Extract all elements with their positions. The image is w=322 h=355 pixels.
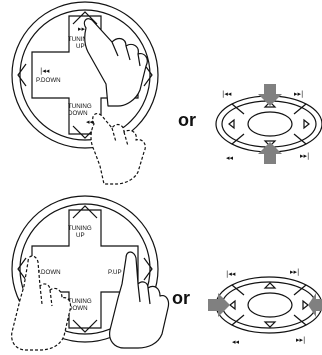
- top-or-label: or: [178, 110, 196, 130]
- top-remote-right-arrow-icon: [304, 120, 309, 128]
- bottom-remote-right-arrow-icon: [303, 301, 308, 309]
- bottom-remote-press-arrow-right-icon: [208, 293, 230, 317]
- top-tuning-down-label-2: DOWN: [68, 110, 88, 117]
- bottom-hand-right-icon: [110, 252, 169, 348]
- top-p-down-label: P.DOWN: [36, 77, 61, 84]
- bottom-remote-symbol-tr: ▸▸|: [290, 268, 299, 276]
- top-hand-upper-icon: [84, 19, 147, 106]
- bottom-remote-symbol-tl: |◂◂: [226, 270, 236, 278]
- top-hand-lower-icon: [91, 114, 145, 184]
- top-p-down-symbol: |◂◂: [40, 67, 50, 75]
- top-remote-press-arrow-up-icon: [258, 142, 282, 164]
- top-remote-symbol-br: ▸▸|: [300, 152, 309, 160]
- top-remote-symbol-bl: ◂◂: [226, 154, 234, 162]
- bottom-or-label: or: [172, 288, 190, 308]
- bottom-tuning-up-label-2: UP: [76, 232, 85, 239]
- bottom-tuning-up-label-1: TUNING: [68, 225, 92, 232]
- top-remote-symbol-tl: |◂◂: [222, 90, 232, 98]
- bottom-dial-down-notch: [73, 320, 97, 332]
- bottom-remote-symbol-bl: ◂◂: [232, 338, 240, 346]
- top-tuning-down-label-1: TUNING: [68, 103, 92, 110]
- top-tuning-up-label-2: UP: [76, 43, 85, 50]
- bottom-remote-left-arrow-icon: [230, 301, 235, 309]
- bottom-tuning-down-label-1: TUNING: [68, 298, 92, 305]
- bottom-remote-center-button: [248, 293, 292, 317]
- bottom-remote-up-arrow-icon: [265, 283, 275, 288]
- bottom-dial-left-notch: [18, 258, 26, 280]
- bottom-remote-down-arrow-icon: [265, 322, 275, 327]
- bottom-dial-up-notch: [73, 206, 97, 218]
- top-remote-center-button: [248, 112, 292, 136]
- bottom-remote-symbol-br: ▸▸|: [296, 336, 305, 344]
- bottom-dial-right-notch: [144, 258, 152, 280]
- bottom-p-down-label: P.DOWN: [36, 269, 61, 276]
- bottom-remote: [216, 277, 322, 333]
- bottom-p-up-label: P.UP: [108, 269, 122, 276]
- top-remote-left-arrow-icon: [229, 120, 234, 128]
- top-tuning-down-symbol: ◂◂: [86, 118, 94, 126]
- top-remote-symbol-tr: ▸▸|: [294, 90, 303, 98]
- top-dial-left-notch: [18, 64, 26, 86]
- top-remote-press-arrow-down-icon: [258, 84, 282, 106]
